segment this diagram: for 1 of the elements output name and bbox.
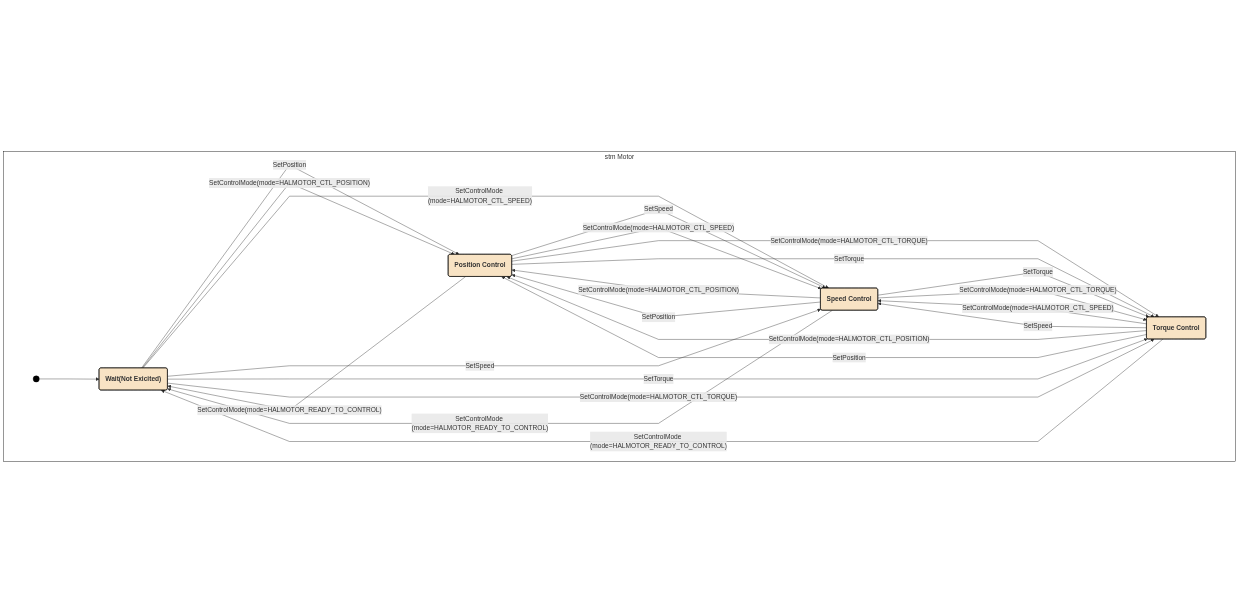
node-circle xyxy=(32,375,40,383)
